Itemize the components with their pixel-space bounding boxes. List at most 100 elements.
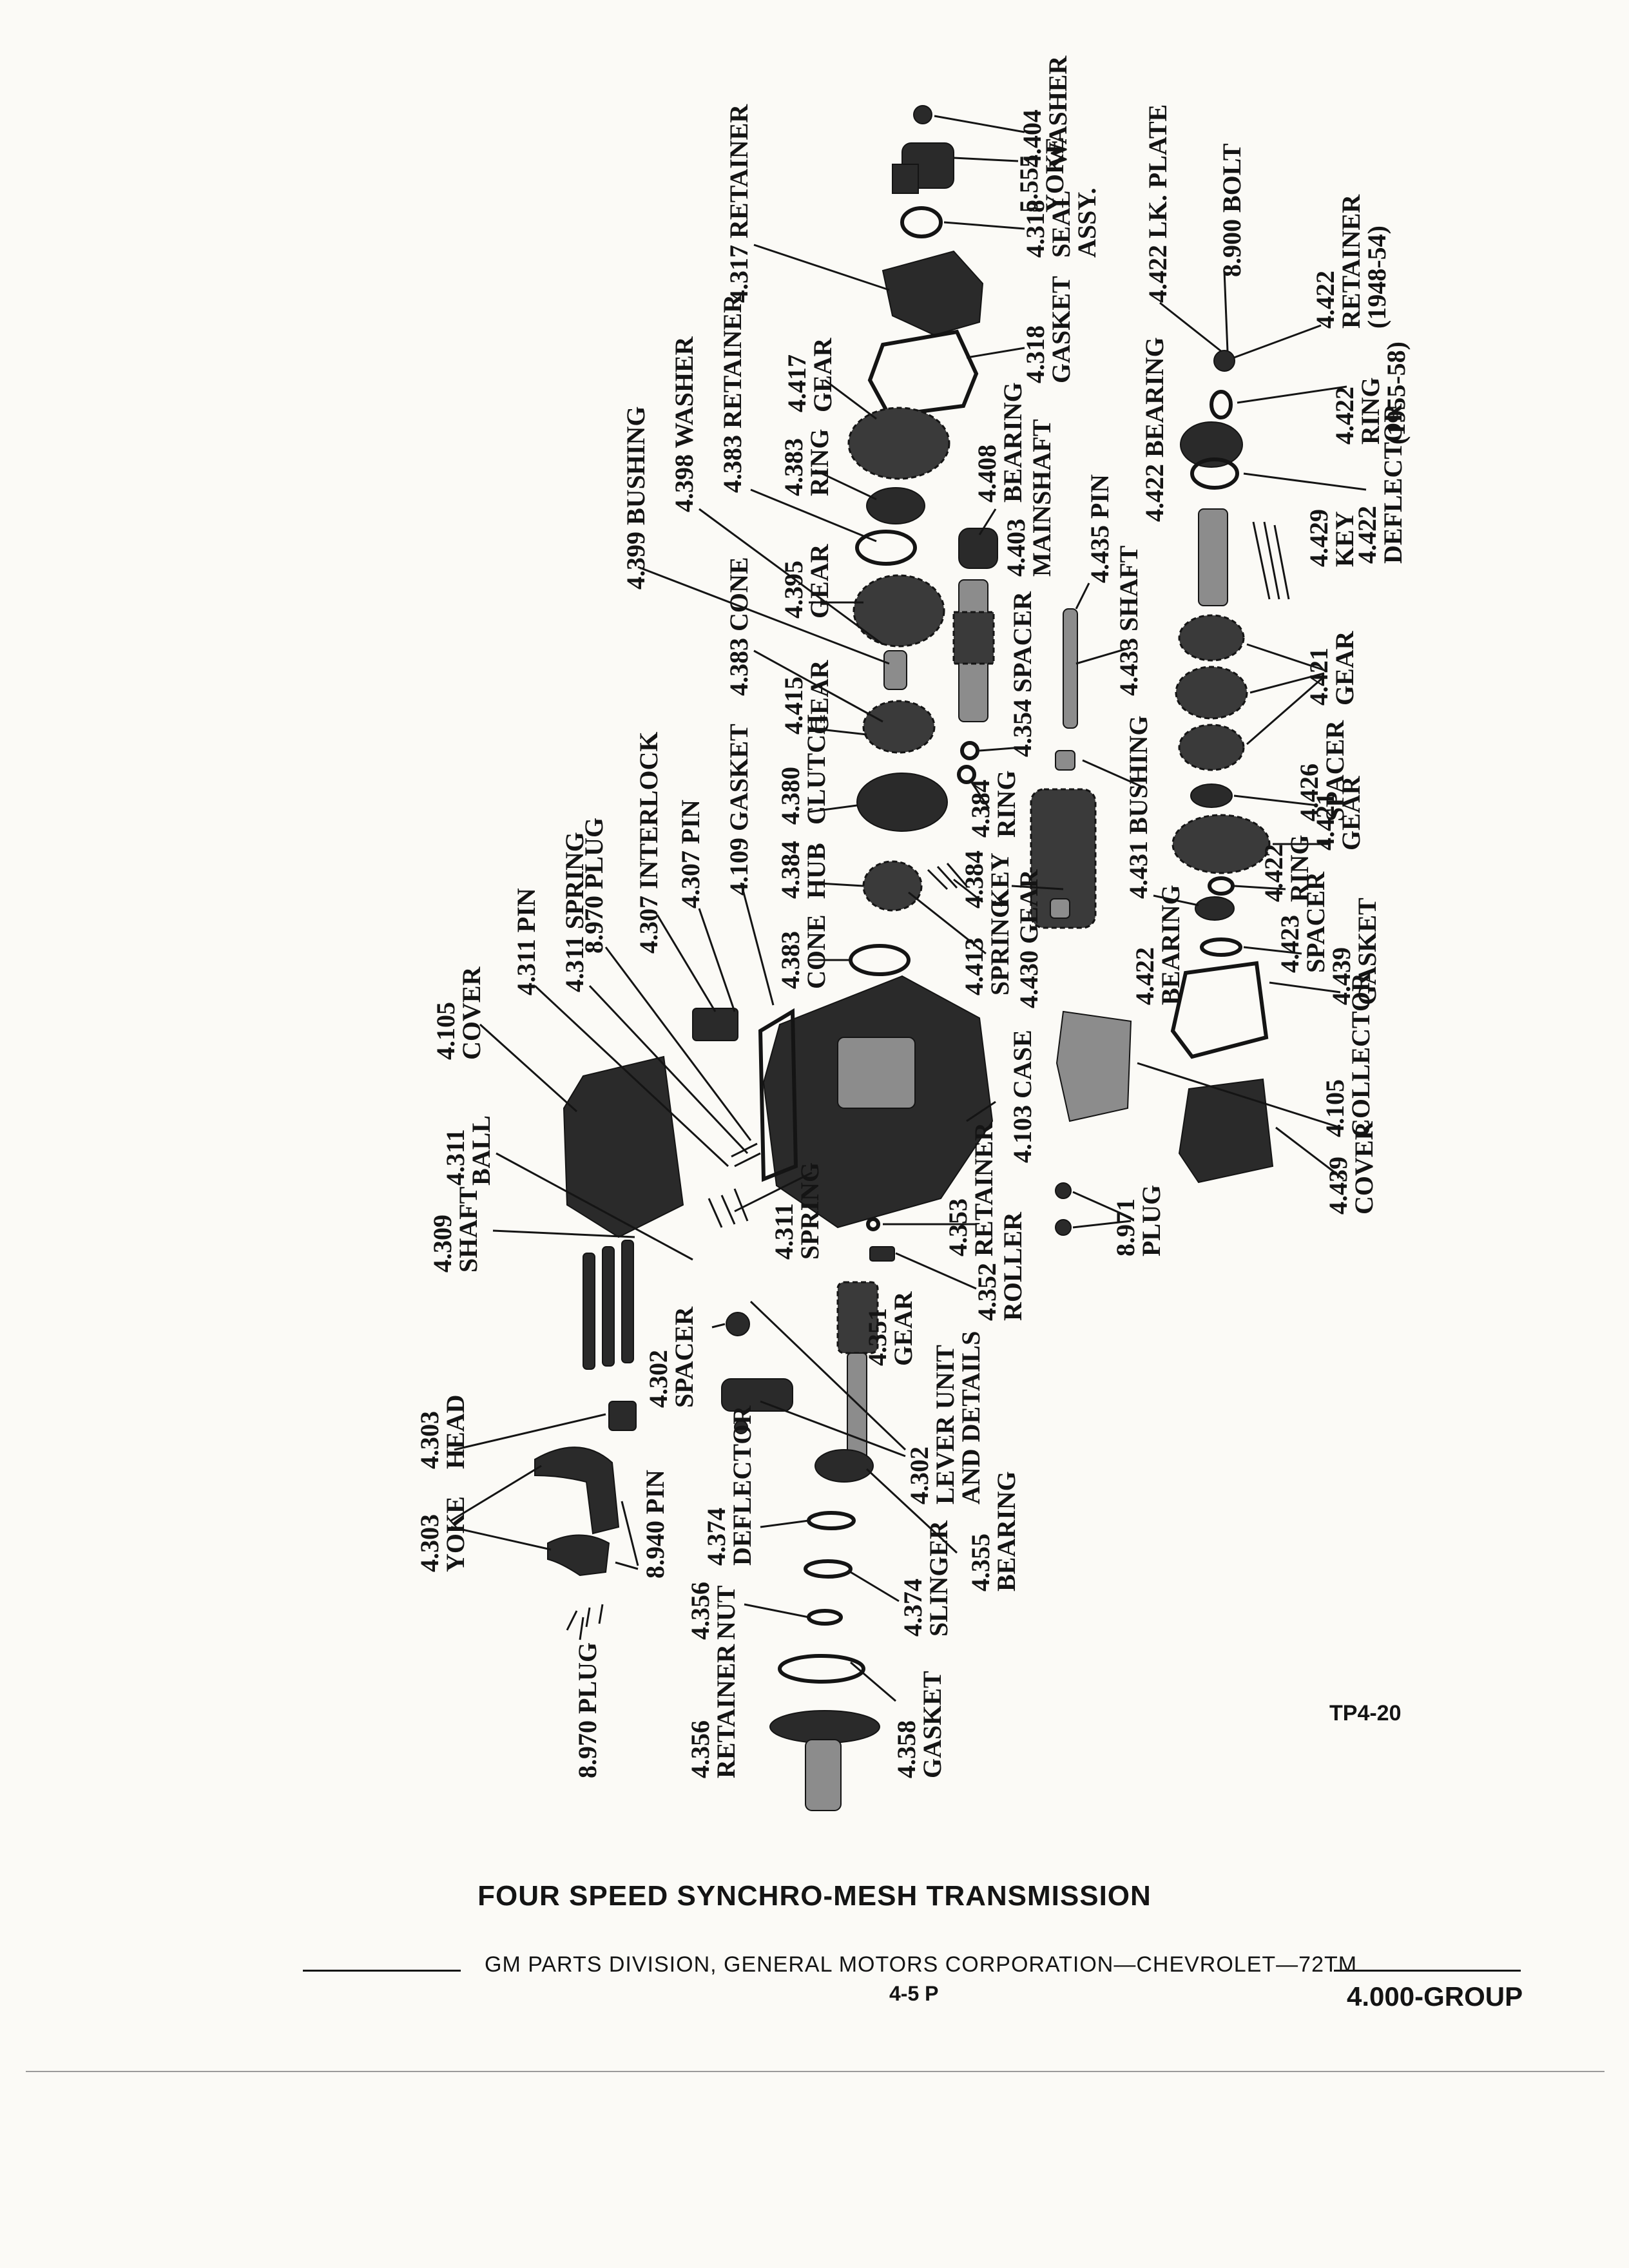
callout-labels: 5.555YOKE 4.404WASHER 4.318SEALASSY. 4.3… [415,55,1411,1778]
lk-plate-part [1213,350,1235,372]
ring-4422a-part [1210,390,1233,419]
spacer-4302-part [726,1312,750,1336]
callout-label: 4.417GEAR [782,337,837,412]
ring-4384-part [957,765,976,784]
callout-label: 4.415GEAR [779,659,834,735]
yoke-lower-part [547,1534,610,1577]
plug-8971-upper-part [1055,1182,1072,1199]
callout-label: 8.940 PIN [641,1470,670,1579]
gear-4415-part [862,700,936,754]
callout-label: 4.383 CONE [724,557,753,696]
reverse-shaft-part [1198,508,1228,606]
retainer-ring-part [855,530,917,566]
callout-label: 4.374SLINGER [898,1520,953,1637]
callout-label: 4.408BEARING [972,382,1027,503]
top-gasket-part [758,1008,798,1182]
callout-label: 5.555YOKE [1014,137,1069,213]
callout-label: 4.422BEARING [1130,885,1185,1005]
callout-label: 8.900 BOLT [1217,143,1246,277]
yoke-upper-part [534,1446,620,1535]
ring-4422b-part [1208,876,1235,896]
lever-bolt-part [734,1420,748,1434]
bearing-4422a-part [1180,421,1243,468]
callout-label: 4.303HEAD [415,1394,470,1469]
callout-label: 4.395GEAR [779,543,834,619]
callout-label: 4.352ROLLER [972,1211,1027,1321]
shifter-cover-part [563,1055,684,1238]
callout-label: 8.970 PLUG [573,1642,602,1778]
bearing-4422b-part [1195,896,1235,921]
gear-4395-part [853,574,945,648]
shift-shaft-3-part [621,1240,634,1363]
callout-label: 4.307 PIN [676,800,705,908]
callout-label: 4.431 BUSHING [1124,716,1153,899]
callout-label: 4.421GEAR [1311,775,1365,850]
leader-lines [450,115,1367,1702]
callout-label: 4.311 SPRING [560,832,589,992]
callout-label: 4.404WASHER [1017,55,1072,168]
rear-gasket-part [867,329,979,418]
callout-label: 4.413SPRING [959,898,1014,995]
callout-label: 8.971PLUG [1111,1185,1166,1256]
slinger-4374-part [804,1559,853,1579]
callout-label: 4.435 PIN [1085,474,1114,583]
callout-label: 4.103 CASE [1008,1030,1037,1163]
countershaft-part [1063,608,1078,729]
shift-shaft-2-part [602,1246,615,1367]
callout-label: 4.318GASKET [1021,276,1075,383]
callout-label: 4.398 WASHER [670,336,699,512]
deflector-4374-part [807,1511,856,1530]
mainshaft-spline-part [952,611,995,665]
hub-part [862,860,923,912]
callout-label: 4.422RING(1955-58) [1330,341,1411,445]
callout-label: 4.356RETAINER [686,1644,740,1778]
callout-label: 4.303YOKE [415,1496,470,1572]
countergear-bushing2-part [1050,898,1070,919]
bearing-4355-part [815,1449,874,1483]
callout-label: 4.302SPACER [644,1306,699,1408]
side-gasket-part [1170,961,1269,1059]
callout-label: 4.439COVER [1324,1120,1378,1215]
ring-4383-part [866,487,925,524]
callout-label: 4.430 GEAR [1014,869,1043,1008]
spacer-4426-part [1190,783,1233,808]
nut-4356-part [807,1609,843,1626]
countergear-bushing-part [1055,750,1075,771]
footer-publisher-line: GM PARTS DIVISION, GENERAL MOTORS CORPOR… [485,1952,1358,1977]
bearing-4408-part [958,528,998,569]
gear-4421b-part [1171,814,1271,874]
callout-label: 4.422 LK. PLATE [1143,104,1172,303]
gear-4421-top-part [1178,614,1245,662]
callout-label: 4.384RING [966,771,1021,838]
callout-label: 4.380CLUTCH [776,715,831,825]
callout-label: 4.384KEY [959,850,1014,908]
callout-label: 4.302LEVER UNITAND DETAILS [905,1331,985,1504]
group-label: 4.000-GROUP [1347,1981,1523,2012]
callout-label: 4.422DEFLECTOR [1353,403,1407,564]
callout-label: 4.355BEARING [966,1471,1021,1591]
callout-label: 4.426SPACER [1295,720,1349,822]
interlock-part [692,1008,738,1041]
page-number: 4-5 P [889,1982,939,2005]
callout-label: 4.105COVER [431,966,486,1060]
rear-retainer-part [882,250,984,336]
gear-4421-mid-part [1175,666,1248,720]
callout-label: 4.422RING [1259,835,1314,902]
spacer-4423-part [1200,937,1242,957]
callout-label: 4.351GEAR [863,1291,918,1366]
callout-label: 4.105COLLECTOR [1320,972,1375,1137]
callout-label: 4.318SEALASSY. [1021,187,1101,258]
bushing-part [883,650,907,690]
callout-label: 4.439GASKET [1327,898,1382,1005]
shift-shaft-1-part [583,1253,595,1370]
keys-4429-part [1252,521,1290,600]
callout-label: 4.403MAINSHAFT [1001,419,1056,577]
callout-label: 4.384HUB [776,841,831,899]
callout-label: 4.307 INTERLOCK [634,732,663,954]
footer-rule-right [1334,1970,1521,1972]
clutch-part [856,773,948,832]
callout-label: 4.358GASKET [892,1671,947,1778]
head-part [608,1401,637,1431]
plugs-part [566,1604,604,1631]
scan-edge-line [26,2071,1605,2072]
